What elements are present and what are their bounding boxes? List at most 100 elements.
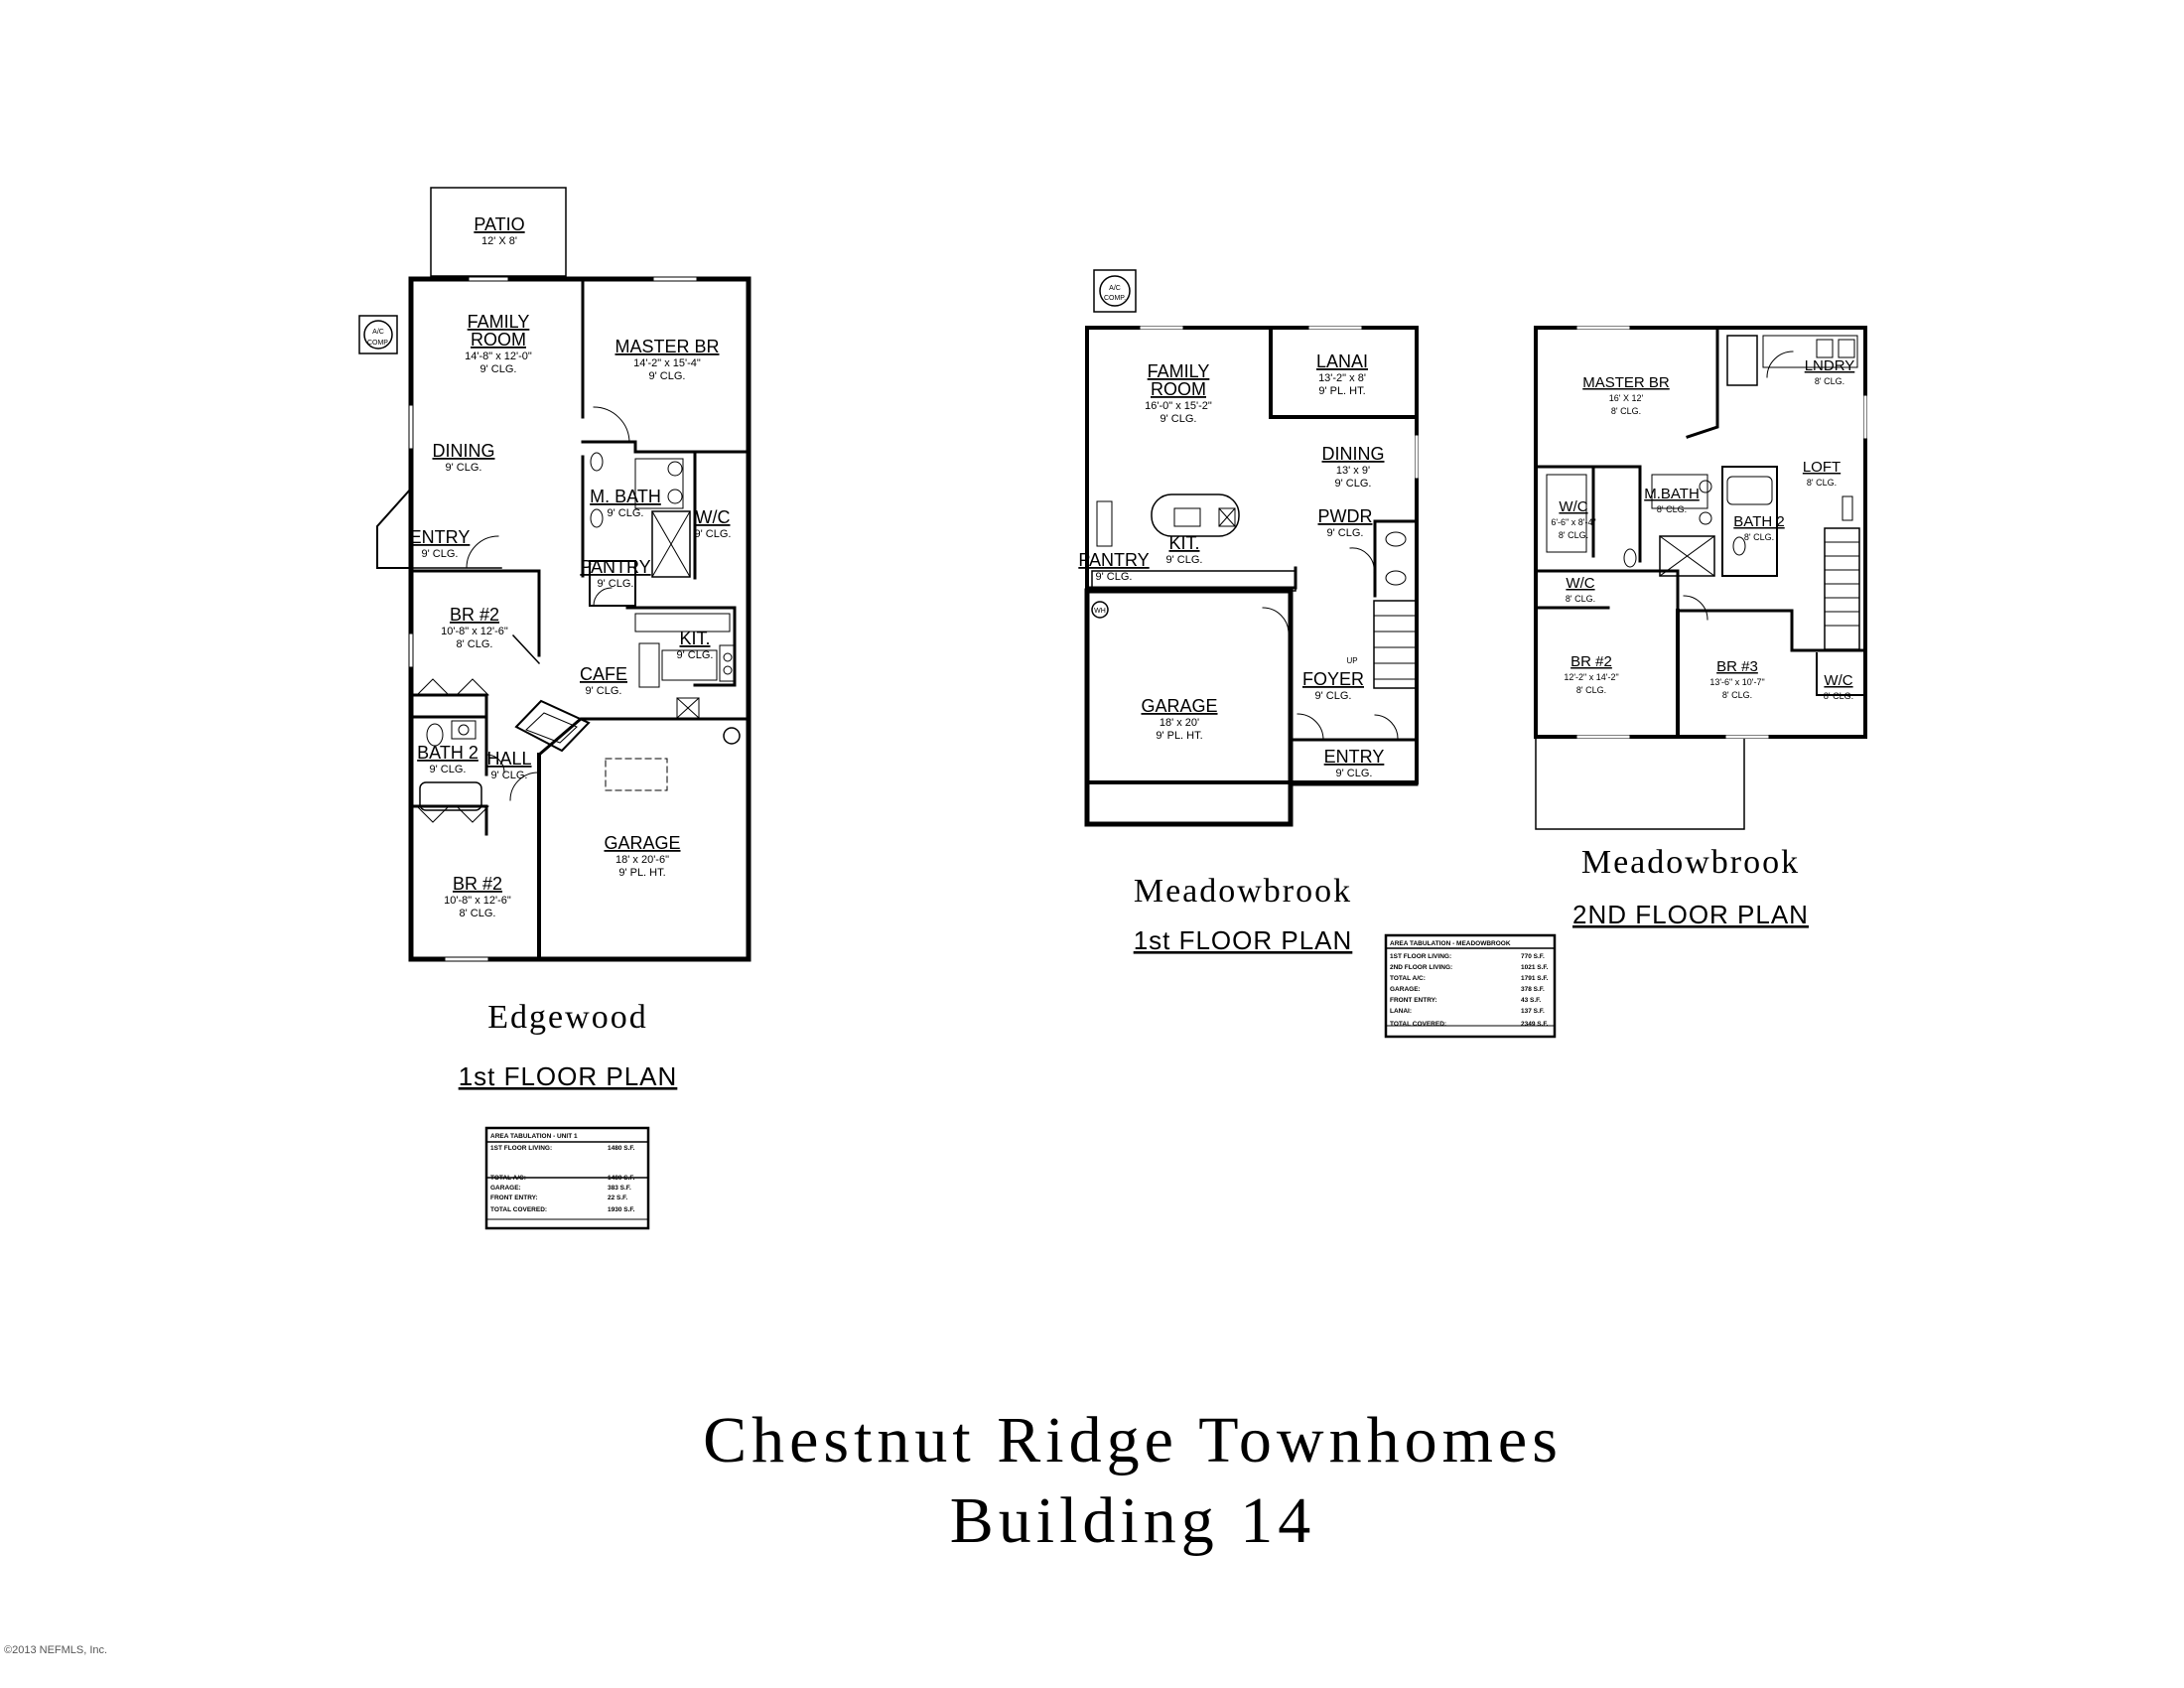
edgewood-room-dims: 9' CLG. — [446, 462, 482, 474]
edgewood-room-dims: 8' CLG. — [457, 638, 493, 650]
meadowbrook1-room-dims: 16'-0" x 15'-2" — [1145, 400, 1212, 412]
meadowbrook1-ac-label: A/C — [1109, 285, 1121, 292]
meadowbrook1-tabulation-label: 2ND FLOOR LIVING: — [1390, 964, 1452, 971]
edgewood-room-dims: 9' CLG. — [491, 770, 528, 781]
edgewood-room-dims: 9' CLG. — [649, 370, 686, 382]
meadowbrook2-room-label: MASTER BR — [1582, 374, 1670, 391]
meadowbrook1-room-dims: 9' PL. HT. — [1318, 385, 1365, 397]
meadowbrook2-room-dims: 8' CLG. — [1566, 594, 1595, 604]
edgewood-ac-label: A/C — [372, 329, 384, 336]
meadowbrook1-room-label: PWDR — [1318, 506, 1373, 526]
edgewood-room-label: PANTRY — [580, 557, 650, 577]
edgewood-room-dims: 9' CLG. — [695, 528, 732, 540]
edgewood-room-dims: 9' CLG. — [422, 548, 459, 560]
meadowbrook2-room-dims: 8' CLG. — [1559, 530, 1588, 540]
sheet-title-line2: Building 14 — [950, 1484, 1316, 1557]
meadowbrook1-tabulation-value: 1791 S.F. — [1521, 975, 1549, 982]
meadowbrook1-tabulation-value: 378 S.F. — [1521, 986, 1545, 993]
edgewood-room-label: M. BATH — [590, 487, 661, 506]
edgewood-room-label: BATH 2 — [417, 743, 478, 763]
meadowbrook1-ac-compressor — [1093, 269, 1137, 313]
stair-up-label: UP — [1346, 656, 1357, 665]
meadowbrook1-tabulation-header: AREA TABULATION - MEADOWBROOK — [1390, 940, 1511, 947]
meadowbrook2-room-label: W/C — [1559, 498, 1587, 515]
meadowbrook1-walls — [1084, 326, 1419, 827]
meadowbrook2-room-dims: 8' CLG. — [1807, 478, 1837, 488]
edgewood-ac-label: COMP. — [367, 340, 389, 347]
meadowbrook1-room-label: LANAI — [1316, 352, 1368, 371]
meadowbrook2-room-dims: 8' CLG. — [1611, 406, 1641, 416]
meadowbrook2-room-dims: 16' X 12' — [1609, 393, 1644, 403]
meadowbrook1-room-dims: 9' CLG. — [1096, 571, 1133, 583]
meadowbrook2-room-dims: 8' CLG. — [1576, 685, 1606, 695]
meadowbrook1-tabulation-value: 1021 S.F. — [1521, 964, 1549, 971]
meadowbrook2-room-dims: 13'-6" x 10'-7" — [1709, 677, 1764, 687]
meadowbrook1-plan-name: Meadowbrook — [1134, 873, 1352, 910]
edgewood-room-label: ROOM — [471, 330, 526, 350]
meadowbrook1-room-label: ENTRY — [1324, 747, 1385, 767]
meadowbrook1-room-dims: 9' CLG. — [1160, 413, 1197, 425]
edgewood-room-dims: 12' X 8' — [481, 235, 517, 247]
meadowbrook1-room-label: KIT. — [1168, 533, 1199, 553]
edgewood-plan-subtitle: 1st FLOOR PLAN — [459, 1061, 678, 1091]
meadowbrook1-room-label: FAMILY — [1148, 361, 1210, 381]
edgewood-room-dims: 9' CLG. — [598, 578, 634, 590]
meadowbrook2-room-dims: 8' CLG. — [1722, 690, 1752, 700]
water-heater-label: WH — [1094, 608, 1106, 615]
meadowbrook2-room-dims: 8' CLG. — [1824, 691, 1853, 701]
meadowbrook2-room-dims: 8' CLG. — [1744, 532, 1774, 542]
meadowbrook2-walls — [1534, 326, 1867, 830]
edgewood-room-dims: 9' PL. HT. — [618, 867, 665, 879]
meadowbrook2-room-label: BR #3 — [1716, 658, 1758, 675]
edgewood-room-dims: 10'-8" x 12'-6" — [441, 626, 508, 637]
meadowbrook2-room-label: BR #2 — [1570, 653, 1612, 670]
edgewood-room-label: CAFE — [580, 664, 627, 684]
meadowbrook1-tabulation-label: GARAGE: — [1390, 986, 1421, 993]
meadowbrook1-room-dims: 9' CLG. — [1335, 478, 1372, 490]
meadowbrook2-room-dims: 8' CLG. — [1657, 504, 1687, 514]
edgewood-room-dims: 9' CLG. — [677, 649, 714, 661]
meadowbrook2-plan-name: Meadowbrook — [1581, 844, 1800, 881]
edgewood-tabulation-label: TOTAL A/C: — [490, 1175, 526, 1182]
meadowbrook1-tabulation-label: 1ST FLOOR LIVING: — [1390, 953, 1451, 960]
meadowbrook1-tabulation-value: 770 S.F. — [1521, 953, 1545, 960]
edgewood-room-label: KIT. — [679, 629, 710, 648]
meadowbrook1-room-label: DINING — [1322, 444, 1385, 464]
edgewood-tabulation-label: FRONT ENTRY: — [490, 1195, 538, 1201]
meadowbrook1-tabulation-value: 43 S.F. — [1521, 997, 1541, 1004]
meadowbrook1-room-dims: 9' CLG. — [1315, 690, 1352, 702]
edgewood-tabulation-value: 1480 S.F. — [608, 1145, 635, 1152]
meadowbrook1-tabulation-label: FRONT ENTRY: — [1390, 997, 1437, 1004]
edgewood-tabulation-value: 1480 S.F. — [608, 1175, 635, 1182]
edgewood-room-label: MASTER BR — [614, 337, 719, 356]
edgewood-walls — [376, 187, 751, 962]
meadowbrook1-room-dims: 9' CLG. — [1327, 527, 1364, 539]
edgewood-tabulation-value: 22 S.F. — [608, 1195, 627, 1201]
meadowbrook2-room-label: M.BATH — [1644, 486, 1700, 502]
meadowbrook1-room-dims: 9' CLG. — [1166, 554, 1203, 566]
edgewood-room-label: PATIO — [474, 214, 524, 234]
edgewood-ac-compressor — [358, 315, 398, 354]
meadowbrook2-plan-subtitle: 2ND FLOOR PLAN — [1572, 900, 1809, 929]
edgewood-room-dims: 14'-8" x 12'-0" — [465, 351, 532, 362]
edgewood-tabulation-label: 1ST FLOOR LIVING: — [490, 1145, 552, 1152]
sheet-title-line1: Chestnut Ridge Townhomes — [703, 1404, 1563, 1477]
edgewood-room-label: HALL — [486, 749, 531, 769]
edgewood-room-dims: 9' CLG. — [586, 685, 622, 697]
meadowbrook1-ac-label: COMP. — [1104, 295, 1126, 302]
edgewood-room-label: DINING — [433, 441, 495, 461]
edgewood-tabulation-value: 1930 S.F. — [608, 1206, 635, 1213]
meadowbrook1-tabulation-label: TOTAL A/C: — [1390, 975, 1426, 982]
edgewood-room-dims: 8' CLG. — [460, 908, 496, 919]
edgewood-room-dims: 9' CLG. — [608, 507, 644, 519]
edgewood-room-dims: 10'-8" x 12'-6" — [444, 895, 511, 907]
meadowbrook2-room-label: LOFT — [1803, 459, 1841, 476]
edgewood-room-label: BR #2 — [450, 605, 499, 625]
edgewood-tabulation-label: GARAGE: — [490, 1185, 521, 1192]
edgewood-room-dims: 9' CLG. — [430, 764, 467, 775]
meadowbrook2-room-dims: 6'-6" x 8'-4" — [1551, 517, 1595, 527]
edgewood-tabulation-box — [484, 1126, 650, 1230]
edgewood-room-label: GARAGE — [604, 833, 680, 853]
meadowbrook1-room-label: PANTRY — [1078, 550, 1149, 570]
